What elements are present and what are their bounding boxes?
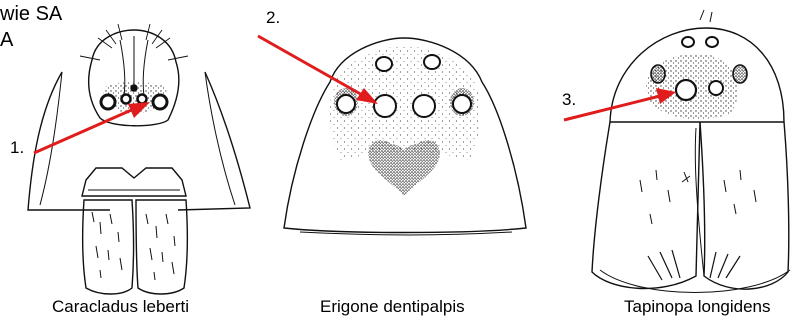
- corner-text-line-1: wie SA: [0, 2, 62, 26]
- pointer-arrow-1: [34, 102, 150, 153]
- caption-erigone-dentipalpis: Erigone dentipalpis: [320, 297, 465, 317]
- caption-tapinopa-longidens: Tapinopa longidens: [624, 297, 771, 317]
- specimen-erigone-dentipalpis: [284, 38, 526, 235]
- pointer-label-2: 2.: [266, 8, 280, 28]
- caption-caracladus-leberti: Caracladus leberti: [52, 297, 189, 317]
- specimen-caracladus-leberti: [28, 24, 250, 294]
- corner-text-line-2: A: [0, 28, 13, 52]
- pointer-label-3: 3.: [562, 90, 576, 110]
- pointer-label-1: 1.: [10, 138, 24, 158]
- specimen-tapinopa-longidens: [592, 10, 790, 293]
